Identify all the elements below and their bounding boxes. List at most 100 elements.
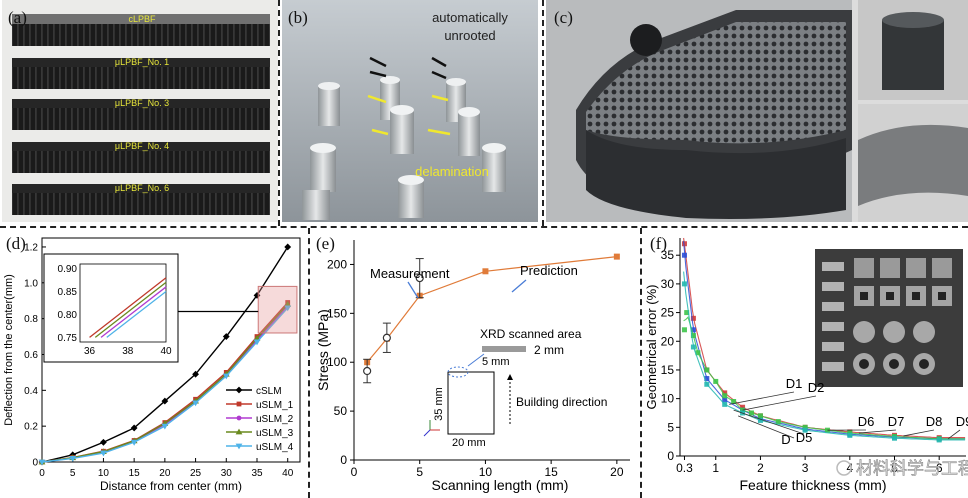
x-tick-label: 15 xyxy=(129,468,141,479)
divider-bc xyxy=(542,0,544,226)
watermark-text: 材料科学与工程 xyxy=(856,459,968,478)
inset-x-tick-label: 36 xyxy=(84,346,96,357)
divider-de xyxy=(308,228,310,498)
thirty-five-mm-label: 35 mm xyxy=(433,387,445,421)
feature-label-D1: D1 xyxy=(786,376,803,391)
y-tick-label: 0.6 xyxy=(24,350,38,361)
xrd-spot xyxy=(447,366,469,378)
panel-b-label: (b) xyxy=(288,8,308,27)
data-point-cyan xyxy=(704,381,710,387)
y-tick-label: 25 xyxy=(661,306,675,320)
inset-x-tick-label: 40 xyxy=(160,346,172,357)
inset-hole xyxy=(938,292,946,300)
part-label-4: μLPBF_No. 6 xyxy=(115,183,169,193)
x-tick-label: 1 xyxy=(712,461,719,475)
x-tick-label: 5 xyxy=(70,468,76,479)
inset-circle xyxy=(853,321,875,343)
comb-parts xyxy=(12,14,270,215)
fit-curve-cyan xyxy=(683,271,966,441)
divider-ab xyxy=(278,0,280,226)
y-tick-label: 0.2 xyxy=(24,422,38,433)
part-label-2: μLPBF_No. 3 xyxy=(115,98,169,108)
y-axis-label: Stress (MPa) xyxy=(315,309,331,391)
data-point-green xyxy=(757,413,763,419)
panel-a-label: (a) xyxy=(8,8,27,27)
inset-circle xyxy=(883,321,905,343)
x-tick-label: 0.3 xyxy=(676,461,693,475)
inset-circle-hole xyxy=(889,359,899,369)
feature-label-D6: D6 xyxy=(858,414,875,429)
x-tick-label: 0 xyxy=(39,468,45,479)
legend-marker xyxy=(235,443,243,450)
legend-label: cSLM xyxy=(256,386,282,397)
data-point-green xyxy=(681,327,687,333)
data-point-green xyxy=(722,393,728,399)
y-tick-label: 100 xyxy=(327,355,347,369)
y-tick-label: 0 xyxy=(32,458,38,469)
twenty-mm-label: 20 mm xyxy=(452,437,486,449)
y-tick-label: 10 xyxy=(661,392,675,406)
legend-marker xyxy=(236,415,242,421)
y-axis-label: Deflection from the center(mm) xyxy=(3,274,15,426)
x-tick-label: 40 xyxy=(282,468,294,479)
data-point-red xyxy=(690,315,696,321)
feature-leader xyxy=(737,415,795,439)
prediction-arrow xyxy=(511,279,527,293)
y-tick-label: 15 xyxy=(661,363,675,377)
data-point-green xyxy=(749,410,754,416)
fit-curve-green xyxy=(683,316,966,440)
inset-y-tick-label: 0.85 xyxy=(58,287,78,298)
feature-label-D9: D9 xyxy=(956,414,968,429)
data-point-cyan xyxy=(757,417,763,423)
xrd-pointer xyxy=(467,353,485,367)
data-point-red xyxy=(722,390,728,396)
data-point-cyan xyxy=(722,401,728,407)
legend-label: uSLM_1 xyxy=(256,400,294,411)
point-uSLM_4 xyxy=(161,423,169,430)
part-label-0: cLPBF xyxy=(128,14,156,24)
inset-hole xyxy=(886,292,894,300)
y-tick-label: 50 xyxy=(334,404,348,418)
y-tick-label: 30 xyxy=(661,277,675,291)
feature-leader xyxy=(858,429,897,434)
inset-circle xyxy=(913,321,935,343)
measurement-point xyxy=(363,366,372,376)
x-tick-label: 15 xyxy=(544,465,558,479)
point-cSLM xyxy=(192,370,199,378)
data-point-cyan xyxy=(802,427,808,433)
y-tick-label: 200 xyxy=(327,257,347,271)
data-point-cyan xyxy=(681,281,687,287)
inset-y-tick-label: 0.80 xyxy=(58,310,78,321)
legend-marker xyxy=(235,386,243,394)
measurement-arrow xyxy=(407,281,419,299)
data-point-green xyxy=(740,407,746,413)
y-tick-label: 20 xyxy=(661,334,675,348)
y-tick-label: 0 xyxy=(340,453,347,467)
point-cSLM xyxy=(130,424,138,432)
x-tick-label: 6 xyxy=(936,461,943,475)
inset-square xyxy=(880,258,900,278)
panel-e-label: (e) xyxy=(316,234,335,253)
point-uSLM_4 xyxy=(284,305,292,312)
x-tick-label: 5 xyxy=(416,465,423,479)
delamination-label: delamination xyxy=(415,164,489,179)
plot-frame xyxy=(41,237,301,463)
panel-c-label: (c) xyxy=(554,8,573,27)
panel-a-photo: cLPBF μLPBF_No. 1 μLPBF_No. 3 μLPBF_No. … xyxy=(2,0,278,222)
y-tick-label: 150 xyxy=(327,306,347,320)
y-tick-label: 35 xyxy=(661,248,675,262)
inset-y-tick-label: 0.90 xyxy=(58,264,78,275)
panel-b-image: automatically unrooted delamination xyxy=(282,0,538,222)
point-uSLM_3 xyxy=(284,300,292,307)
point-cSLM xyxy=(284,243,292,251)
inset-line xyxy=(94,281,167,338)
data-point-cyan xyxy=(936,437,942,443)
five-mm-label: 5 mm xyxy=(482,356,510,368)
x-tick-label: 10 xyxy=(479,465,493,479)
measurement-point xyxy=(382,333,391,342)
